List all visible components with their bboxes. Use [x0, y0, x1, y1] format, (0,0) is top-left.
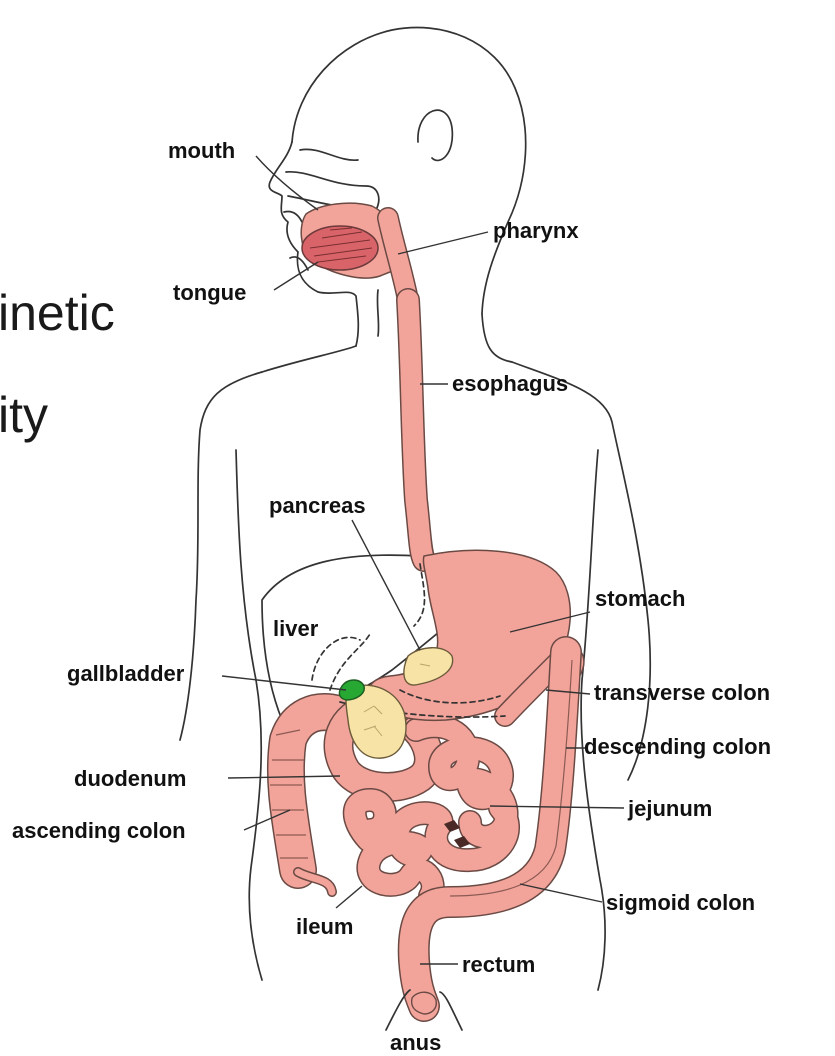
nose-detail: [300, 149, 358, 160]
label-descending-colon: descending colon: [584, 734, 771, 759]
label-liver: liver: [273, 616, 319, 641]
leader-gallbladder: [222, 676, 346, 690]
torso-left: [236, 450, 262, 980]
label-transverse-colon: transverse colon: [594, 680, 770, 705]
leader-pharynx: [398, 232, 488, 254]
leader-mouth: [256, 156, 318, 210]
label-esophagus: esophagus: [452, 371, 568, 396]
label-mouth: mouth: [168, 138, 235, 163]
label-pancreas: pancreas: [269, 493, 366, 518]
anus-shape: [412, 992, 437, 1014]
neck-right: [482, 314, 512, 362]
torso-right: [581, 450, 605, 990]
label-stomach: stomach: [595, 586, 685, 611]
label-tongue: tongue: [173, 280, 246, 305]
label-ileum: ileum: [296, 914, 353, 939]
label-duodenum: duodenum: [74, 766, 186, 791]
leader-ileum: [336, 886, 362, 908]
neck-left: [262, 346, 356, 372]
shoulder-left: [180, 372, 262, 740]
label-rectum: rectum: [462, 952, 535, 977]
label-anus: anus: [390, 1030, 441, 1055]
pharynx-fill: [388, 218, 408, 300]
label-ascending-colon: ascending colon: [12, 818, 186, 843]
label-pharynx: pharynx: [493, 218, 579, 243]
label-sigmoid-colon: sigmoid colon: [606, 890, 755, 915]
leader-duodenum: [228, 776, 340, 778]
label-gallbladder: gallbladder: [67, 661, 185, 686]
leader-tongue: [274, 262, 318, 290]
label-jejunum: jejunum: [627, 796, 712, 821]
ear-outline: [418, 110, 452, 160]
